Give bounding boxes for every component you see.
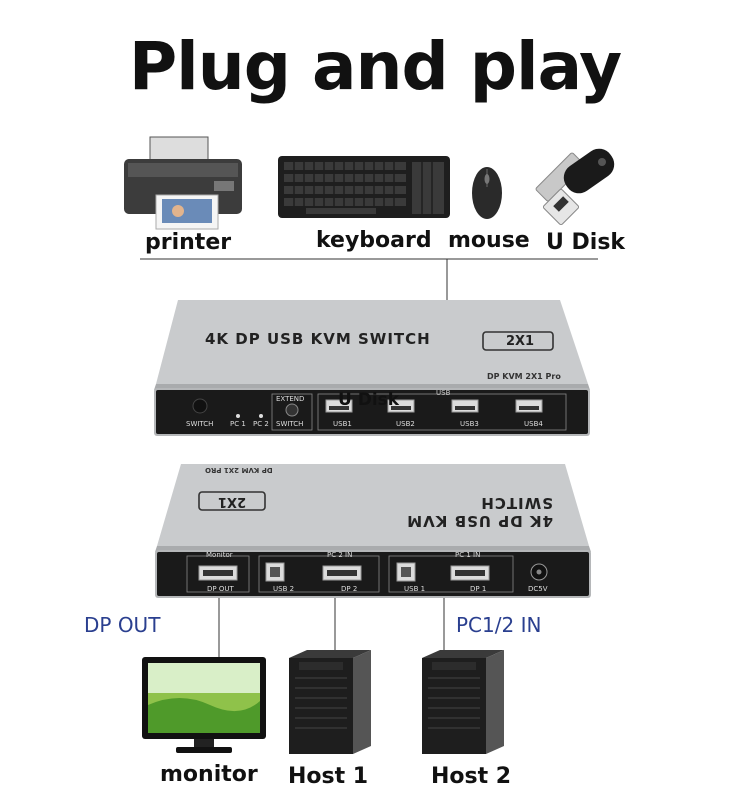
pc2-led-label: PC 2 (253, 420, 269, 428)
front-badge: 2X1 (505, 334, 535, 349)
keyboard-icon (278, 156, 450, 218)
host1-label: Host 1 (288, 764, 369, 789)
rear-model: DP KVM 2X1 PRO (205, 466, 273, 474)
usb1-label: USB1 (333, 420, 352, 428)
rear-badge: 2X1 (217, 494, 247, 509)
front-model: DP KVM 2X1 Pro (487, 372, 561, 381)
printer-label: printer (145, 230, 232, 255)
kvm-front-panel (154, 300, 590, 436)
usb-group-label: USB (436, 389, 451, 397)
dp1-label: DP 1 (470, 585, 487, 593)
usb4-label: USB4 (524, 420, 543, 428)
headline: Plug and play (128, 28, 622, 105)
pc-in-side-label: PC1/2 IN (456, 613, 542, 637)
rear-title: 4K DP USB KVM SWITCH (406, 494, 553, 530)
dp-out-side-label: DP OUT (84, 613, 161, 637)
host2-label: Host 2 (431, 764, 512, 789)
udisk-label: U Disk (546, 230, 626, 255)
usb2-label: USB2 (396, 420, 415, 428)
dp-out-port-label: DP OUT (207, 585, 234, 593)
pc1-led-label: PC 1 (230, 420, 246, 428)
host2-tower-icon (422, 650, 504, 754)
usb1-rear-label: USB 1 (404, 585, 426, 593)
mouse-label: mouse (448, 228, 530, 253)
extend-label: EXTEND (276, 395, 305, 403)
host1-tower-icon (289, 650, 371, 754)
kvm-rear-panel (155, 464, 591, 598)
extend-switch-label: SWITCH (276, 420, 304, 428)
monitor-port-label: Monitor (206, 551, 233, 559)
printer-icon (124, 136, 242, 230)
usb-drive-icon (535, 148, 615, 226)
pc2-in-label: PC 2 IN (327, 551, 353, 559)
monitor-icon (142, 657, 266, 753)
keyboard-label: keyboard (316, 228, 432, 253)
usb2-rear-label: USB 2 (273, 585, 295, 593)
dp2-label: DP 2 (341, 585, 358, 593)
monitor-label: monitor (160, 762, 258, 787)
mouse-icon (472, 167, 502, 219)
usb3-label: USB3 (460, 420, 479, 428)
pc1-in-label: PC 1 IN (455, 551, 481, 559)
switch-button-label: SWITCH (186, 420, 214, 428)
front-title: 4K DP USB KVM SWITCH (205, 330, 431, 348)
dc5v-label: DC5V (528, 585, 548, 593)
udisk-overlay-label: U Disk (338, 390, 400, 410)
